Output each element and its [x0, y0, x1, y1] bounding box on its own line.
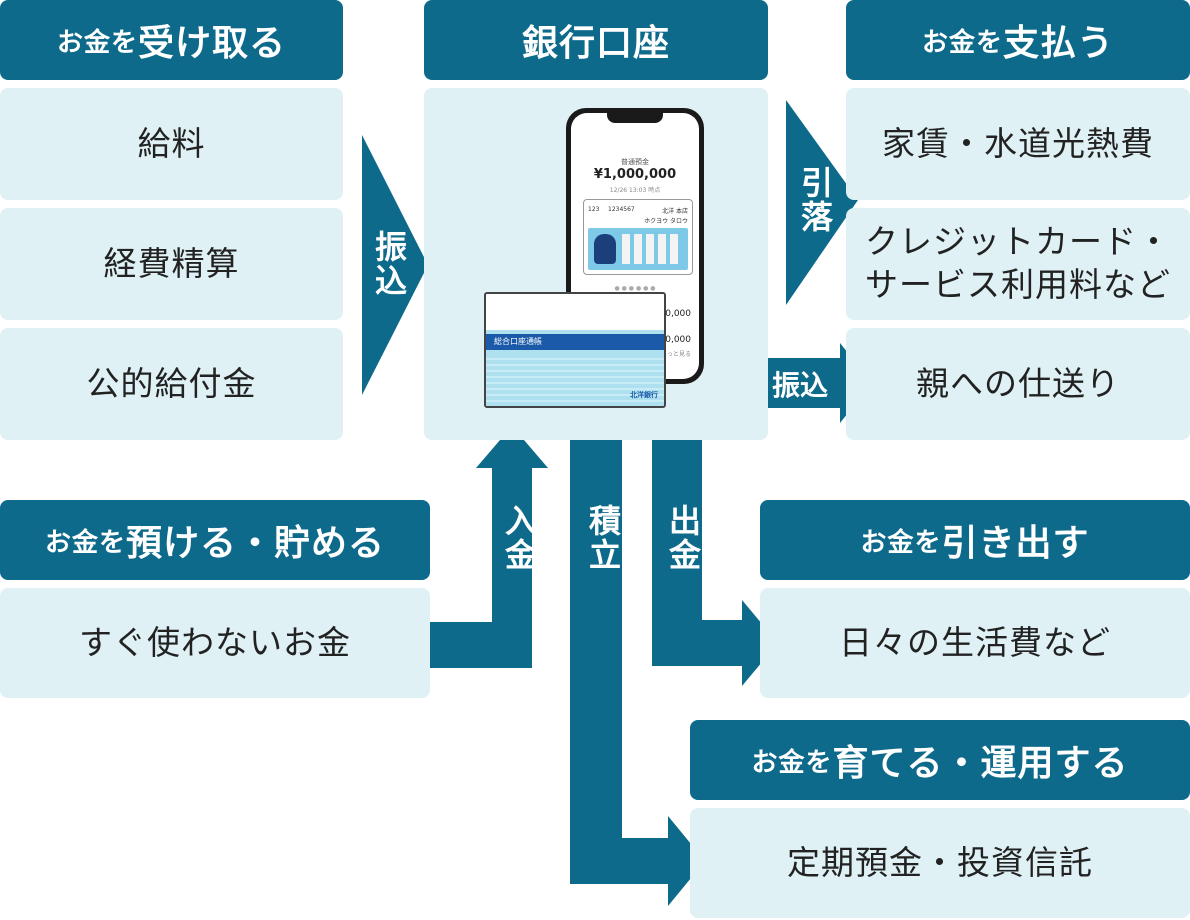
accumulate-arrow	[570, 440, 705, 906]
receive-header-main: 受け取る	[138, 23, 287, 64]
debit-label: 引落	[796, 166, 834, 234]
passbook-top	[486, 294, 664, 330]
pay-item-credit-card: クレジットカード・ サービス利用料など	[846, 208, 1190, 320]
phone-account-no: 1234567	[608, 206, 635, 213]
pay-header-main: 支払う	[1003, 23, 1115, 64]
phone-page-dots: ● ● ● ● ● ●	[614, 285, 656, 292]
phone-branch-name: 北洋 本店	[662, 208, 688, 215]
pay-header: お金を 支払う	[846, 0, 1190, 80]
pay-item-rent-utilities: 家賃・水道光熱費	[846, 88, 1190, 200]
phone-card-image	[588, 228, 688, 270]
save-header: お金を 預ける・貯める	[0, 500, 430, 580]
phone-account-card: 123 1234567 北洋 本店 ホクヨウ タロウ	[583, 199, 693, 275]
passbook-bank-name: 北洋銀行	[630, 391, 658, 399]
deposit-label: 入金	[500, 504, 538, 572]
invest-header: お金を 育てる・運用する	[690, 720, 1190, 800]
receive-header-prefix: お金を	[56, 27, 138, 58]
mascot-icon	[594, 234, 616, 264]
phone-account-label: 普通預金	[621, 158, 649, 166]
phone-amount2: 250,000	[653, 335, 691, 345]
phone-sub: 12/26 13:03 時点	[609, 187, 661, 194]
phone-balance: ¥1,000,000	[593, 167, 677, 182]
passbook-waves	[486, 354, 664, 406]
receive-transfer-label: 振込	[370, 230, 408, 298]
debit-arrow	[786, 100, 858, 305]
save-header-main: 預ける・貯める	[126, 523, 386, 564]
receive-header: お金を 受け取る	[0, 0, 343, 80]
withdraw-header-main: 引き出す	[941, 523, 1090, 564]
pay-header-prefix: お金を	[921, 27, 1003, 58]
accumulate-label: 積立	[584, 504, 622, 572]
withdraw-arrow	[652, 440, 778, 686]
pay-item-allowance: 親への仕送り	[846, 328, 1190, 440]
invest-item: 定期預金・投資信託	[690, 808, 1190, 918]
withdraw-header: お金を 引き出す	[760, 500, 1190, 580]
withdraw-item: 日々の生活費など	[760, 588, 1190, 698]
remit-label: 振込	[772, 369, 829, 402]
bank-header-text: 銀行口座	[521, 23, 670, 64]
receive-item-salary: 給料	[0, 88, 343, 200]
receive-item-expenses: 経費精算	[0, 208, 343, 320]
passbook-title: 総合口座通帳	[486, 334, 664, 350]
invest-header-main: 育てる・運用する	[832, 743, 1129, 784]
withdraw-label: 出金	[664, 504, 702, 572]
phone-more: もっと見る	[660, 351, 691, 358]
deposit-arrow	[430, 426, 548, 668]
phone-notch	[607, 113, 663, 123]
invest-header-prefix: お金を	[751, 747, 833, 778]
phone-amount1: ¥10,000	[653, 309, 691, 319]
bank-header: 銀行口座	[424, 0, 768, 80]
receive-transfer-arrow	[362, 135, 428, 395]
withdraw-header-prefix: お金を	[860, 527, 942, 558]
phone-holder: ホクヨウ タロウ	[644, 218, 688, 225]
passbook-illustration: 総合口座通帳 北洋銀行	[484, 292, 666, 408]
receive-item-benefits: 公的給付金	[0, 328, 343, 440]
card-pattern	[622, 234, 682, 264]
save-header-prefix: お金を	[44, 527, 126, 558]
phone-branch-no: 123	[588, 206, 600, 213]
save-item: すぐ使わないお金	[0, 588, 430, 698]
